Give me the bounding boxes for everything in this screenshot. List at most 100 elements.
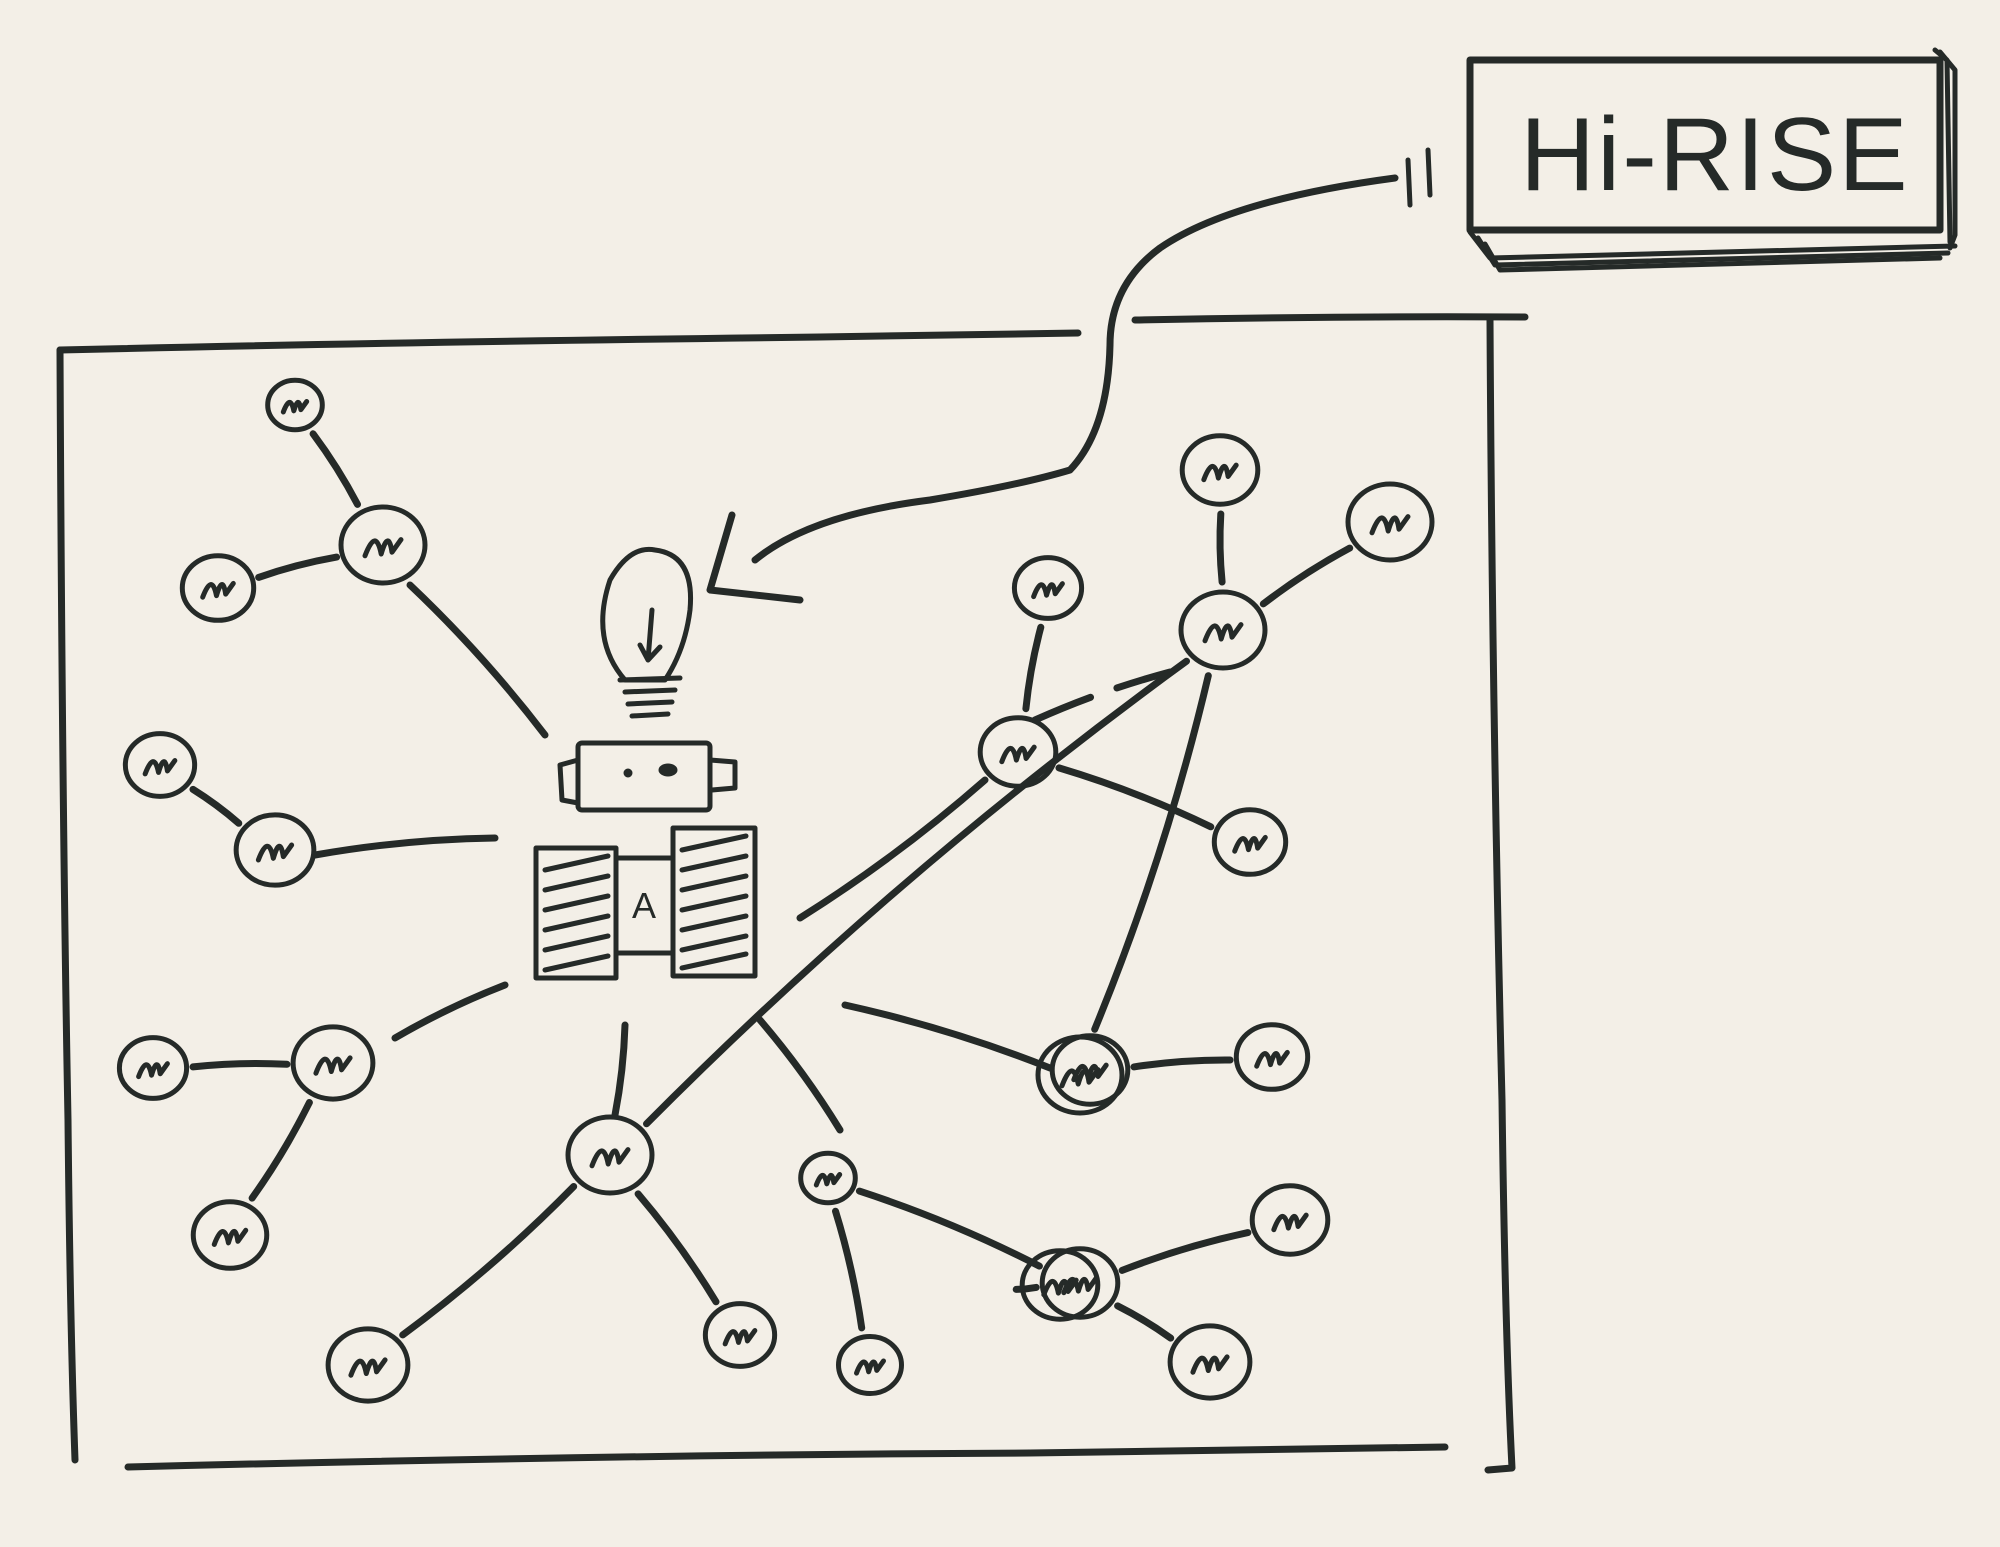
network-node-n16: [1345, 481, 1435, 563]
lightbulb-filament: [637, 607, 663, 663]
network-node-n20: [1233, 1022, 1311, 1092]
node-scribble: [1271, 1212, 1309, 1233]
node-circle: [1167, 1323, 1253, 1401]
rover-eye-right: [658, 763, 678, 777]
edge-n12-n17: [643, 657, 1190, 1128]
edge-n2-rover: [406, 581, 549, 739]
node-circle: [702, 1301, 778, 1369]
node-circle: [565, 1114, 655, 1196]
node-circle: [190, 1199, 270, 1271]
edge-n17-n14: [1091, 672, 1212, 1033]
node-scribble: [142, 758, 178, 777]
network-node-n10: [1011, 555, 1085, 621]
node-scribble: [1254, 1049, 1290, 1069]
network-node-n18: [702, 1301, 778, 1369]
lightbulb-glass: [600, 546, 694, 683]
network-edges: [189, 430, 1354, 1342]
node-circle: [1179, 433, 1261, 507]
edge-n9-n10: [1022, 623, 1045, 713]
edge-n23-n26: [1114, 1302, 1175, 1342]
signal-waves-icon: [1405, 147, 1433, 208]
node-circle: [265, 377, 325, 433]
node-circle: [977, 715, 1059, 789]
lightbulb-base: [617, 675, 683, 719]
network-node-n23: [1039, 1246, 1121, 1320]
edge-n5-rover: [311, 834, 499, 859]
edge-n9-rover: [796, 776, 989, 922]
edge-n6-rover: [391, 981, 509, 1042]
node-scribble: [211, 1227, 249, 1247]
network-node-n3: [179, 553, 257, 623]
node-scribble: [280, 398, 310, 415]
node-circle: [798, 1150, 858, 1206]
node-scribble: [313, 1055, 353, 1076]
node-circle: [836, 1334, 904, 1396]
node-scribble: [200, 580, 236, 600]
network-node-n12: [565, 1114, 655, 1196]
network-node-n22: [798, 1150, 858, 1206]
network-node-n27: [1249, 1183, 1331, 1257]
node-scribble: [348, 1357, 388, 1378]
frame-bottom-stroke: [124, 1443, 1449, 1471]
network-node-n17: [1178, 589, 1268, 671]
frame-left-stroke: [56, 346, 79, 1464]
rover-head: [575, 740, 713, 813]
edge-rover-n22: [756, 1016, 844, 1134]
node-circle: [325, 1326, 411, 1404]
network-node-n28: [1019, 1248, 1101, 1322]
node-circle: [1039, 1246, 1121, 1320]
edge-n22-n21: [832, 1207, 866, 1332]
network-node-n26: [1167, 1323, 1253, 1401]
node-scribble: [1190, 1354, 1230, 1375]
edge-n17-n16: [1259, 544, 1354, 608]
rover-body: [613, 855, 676, 956]
node-scribble: [1061, 1275, 1099, 1296]
node-circle: [1019, 1248, 1101, 1322]
node-circle: [1049, 1033, 1131, 1107]
node-circle: [233, 812, 317, 888]
edge-n23-n28: [1012, 1283, 1040, 1293]
node-scribble: [854, 1358, 886, 1376]
transmission-arrowhead: [706, 511, 804, 604]
network-nodes: [116, 377, 1435, 1404]
node-circle: [290, 1024, 376, 1102]
network-node-n7: [190, 1199, 270, 1271]
network-node-n4: [122, 731, 198, 799]
node-circle: [1011, 555, 1085, 621]
node-scribble: [136, 1061, 170, 1080]
node-scribble: [1071, 1062, 1109, 1083]
node-scribble: [1232, 834, 1268, 854]
lightbulb-icon: [600, 546, 694, 719]
node-scribble: [722, 1328, 758, 1347]
hi-rise-box-right-depth-2: [1932, 47, 1953, 245]
hi-rise-box-outline: [1466, 56, 1944, 234]
node-scribble: [1369, 514, 1411, 536]
node-scribble: [255, 842, 295, 863]
rover-right-panel-hatch: [679, 833, 749, 971]
network-node-n2: [338, 504, 428, 586]
edge-n19-n20: [1130, 1056, 1234, 1071]
signal-wave-1: [1405, 157, 1413, 208]
network-node-n5: [233, 812, 317, 888]
rover-left-panel-hatch: [542, 853, 611, 973]
frame-top-right-stroke: [1131, 313, 1529, 324]
node-scribble: [1031, 581, 1065, 600]
network-node-n11: [1211, 807, 1289, 877]
edge-n12-n18: [634, 1190, 720, 1306]
edge-n17-n15: [1216, 510, 1226, 586]
node-circle: [1249, 1183, 1331, 1257]
node-scribble: [813, 1171, 843, 1188]
main-frame: [56, 313, 1529, 1474]
edge-n12-n13: [399, 1183, 578, 1339]
node-circle: [1345, 481, 1435, 563]
network-node-n15: [1179, 433, 1261, 507]
hi-rise-box-bottom-depth-3: [1482, 241, 1943, 273]
hi-rise-box: Hi-RISE: [1466, 47, 1958, 273]
hi-rise-label: Hi-RISE: [1520, 97, 1910, 213]
node-circle: [338, 504, 428, 586]
node-scribble: [1041, 1277, 1079, 1298]
rover-icon: A: [533, 740, 758, 981]
edge-n23-n27: [1118, 1229, 1252, 1274]
rover-head-left-ear: [557, 757, 581, 806]
